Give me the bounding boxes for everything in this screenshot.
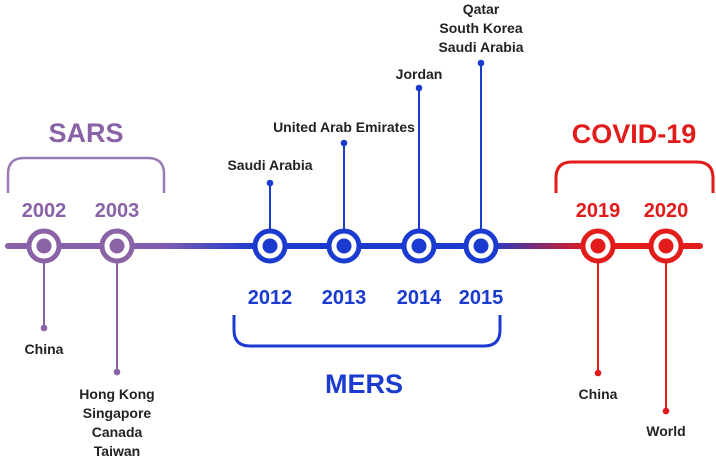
country-label: Hong Kong: [79, 386, 154, 402]
marker-center: [36, 238, 52, 254]
country-label: Saudi Arabia: [438, 39, 523, 55]
marker-center: [590, 238, 606, 254]
connector-dot: [594, 369, 602, 377]
sars-label: SARS: [48, 118, 123, 148]
marker-center: [336, 238, 352, 254]
covid-label: COVID-19: [572, 119, 697, 149]
country-label: South Korea: [439, 20, 522, 36]
country-label: China: [579, 386, 618, 402]
marker-center: [262, 238, 278, 254]
marker-center: [658, 238, 674, 254]
marker-center: [473, 238, 489, 254]
connector-dot: [662, 407, 670, 415]
country-label: United Arab Emirates: [273, 119, 415, 135]
connector-dot: [113, 368, 121, 376]
year-label: 2014: [397, 287, 442, 309]
year-label: 2013: [322, 287, 367, 309]
country-label: Jordan: [396, 66, 443, 82]
connector-dot: [415, 84, 423, 92]
event-2014: 2014 Jordan: [396, 66, 443, 309]
sars-brace: [6, 156, 166, 193]
year-label: 2012: [248, 287, 293, 309]
country-label: Saudi Arabia: [227, 157, 312, 173]
year-label: 2002: [22, 200, 67, 222]
event-2012: 2012 Saudi Arabia: [227, 157, 312, 309]
year-label: 2003: [95, 200, 140, 222]
mers-label: MERS: [325, 369, 403, 399]
marker-center: [109, 238, 125, 254]
country-label: Canada: [92, 424, 143, 440]
country-label: China: [25, 341, 64, 357]
country-label: Taiwan: [94, 443, 140, 459]
event-2013: 2013 United Arab Emirates: [273, 119, 415, 309]
connector-dot: [40, 324, 48, 332]
connector-dot: [477, 59, 485, 67]
country-label: World: [646, 423, 685, 439]
year-label: 2019: [576, 200, 621, 222]
connector-dot: [266, 179, 274, 187]
covid-brace: [554, 160, 715, 193]
country-label: Qatar: [463, 1, 500, 17]
connector-dot: [340, 139, 348, 147]
country-label: Singapore: [83, 405, 152, 421]
mers-brace: [232, 315, 502, 348]
year-label: 2020: [644, 200, 689, 222]
year-label: 2015: [459, 287, 504, 309]
marker-center: [411, 238, 427, 254]
